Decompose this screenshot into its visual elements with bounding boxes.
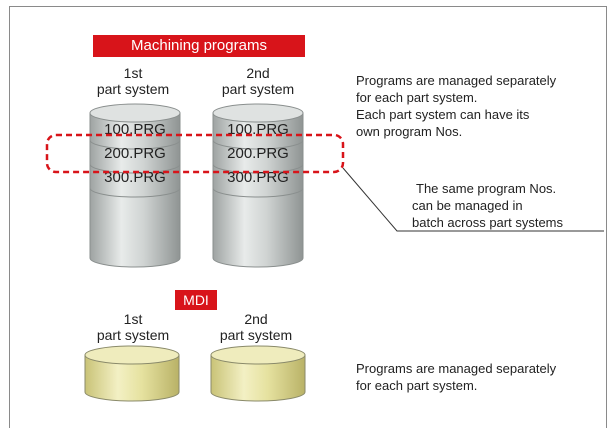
top-note-line-2: for each part system. xyxy=(356,90,478,105)
top-system-2-label: 2nd part system xyxy=(208,65,308,97)
bottom-system-2-line1: 2nd xyxy=(244,311,268,327)
same-program-highlight xyxy=(45,133,345,174)
top-note-line-3: Each part system can have its xyxy=(356,107,530,122)
program-cylinder-1: 100.PRG 200.PRG 300.PRG xyxy=(89,103,181,268)
top-note: Programs are managed separately for each… xyxy=(356,72,556,140)
cyl1-prg-300: 300.PRG xyxy=(104,169,166,186)
cyl2-prg-100: 100.PRG xyxy=(227,121,289,138)
bottom-note-line-2: for each part system. xyxy=(356,378,478,393)
cyl2-prg-200: 200.PRG xyxy=(227,145,289,162)
top-system-1-label: 1st part system xyxy=(83,65,183,97)
top-system-1-line2: part system xyxy=(96,81,170,97)
top-note-line-4: own program Nos. xyxy=(356,124,463,139)
callout-line-3: batch across part systems xyxy=(412,215,563,230)
bottom-system-2-label: 2nd part system xyxy=(206,311,306,343)
bottom-note-line-1: Programs are managed separately xyxy=(356,361,557,376)
machining-programs-banner: Machining programs xyxy=(93,35,305,57)
mdi-cylinder-1 xyxy=(84,345,180,402)
bottom-system-2-line2: part system xyxy=(219,327,293,343)
top-note-line-1: Programs are managed separately xyxy=(356,73,557,88)
callout-note: The same program Nos. can be managed in … xyxy=(412,180,563,231)
top-system-2-line2: part system xyxy=(221,81,295,97)
mdi-banner: MDI xyxy=(175,290,217,310)
callout-line-2: can be managed in xyxy=(412,198,523,213)
bottom-system-1-line2: part system xyxy=(96,327,170,343)
callout-leader-line xyxy=(342,167,604,232)
cyl1-prg-200: 200.PRG xyxy=(104,145,166,162)
top-system-1-line1: 1st xyxy=(123,65,143,81)
bottom-system-1-line1: 1st xyxy=(123,311,143,327)
bottom-note: Programs are managed separately for each… xyxy=(356,360,556,394)
callout-line-1: The same program Nos. xyxy=(416,181,557,196)
bottom-system-1-label: 1st part system xyxy=(83,311,183,343)
mdi-cylinder-2 xyxy=(210,345,306,402)
program-cylinder-2: 100.PRG 200.PRG 300.PRG xyxy=(212,103,304,268)
top-system-2-line1: 2nd xyxy=(246,65,270,81)
